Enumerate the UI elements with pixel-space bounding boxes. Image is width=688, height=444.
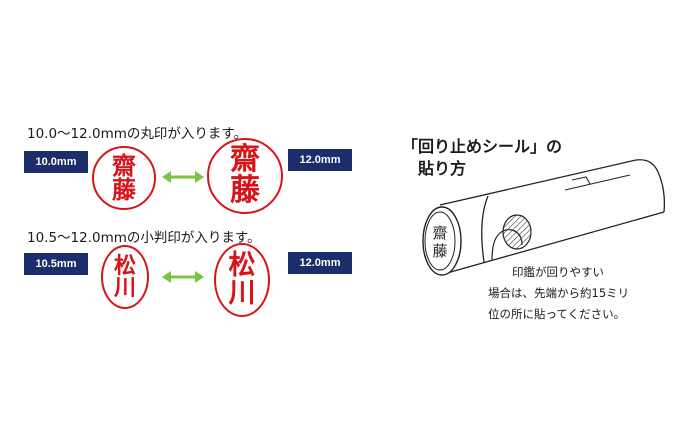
seal-char: 藤 — [230, 173, 260, 208]
double-arrow-icon — [162, 171, 204, 183]
oval-seal-small: 松 川 — [101, 245, 149, 309]
sticker-title-line2: 貼り方 — [418, 159, 467, 178]
oval-min-size-badge: 10.5mm — [24, 253, 88, 275]
sticker-note-line3: 位の所に貼ってください。 — [488, 307, 626, 321]
oval-seal-caption: 10.5〜12.0mmの小判印が入ります。 — [27, 230, 261, 246]
sticker-note-line1: 印鑑が回りやすい — [512, 265, 604, 279]
round-seal-large: 齋 藤 — [207, 138, 283, 214]
seal-char: 松 — [228, 250, 256, 282]
seal-char: 川 — [113, 275, 136, 301]
illustration-seal-char: 藤 — [432, 242, 447, 260]
seal-char: 齋 — [112, 150, 136, 180]
sticker-note-line2: 場合は、先端から約15ミリ — [488, 286, 630, 300]
seal-char: 齋 — [230, 142, 260, 178]
sticker-title-line1: 「回り止めシール」の — [402, 137, 563, 156]
double-arrow-icon — [162, 271, 204, 283]
oval-max-size-badge: 12.0mm — [288, 252, 352, 274]
round-min-size-badge: 10.0mm — [24, 151, 88, 173]
oval-seal-large: 松 川 — [214, 243, 270, 317]
seal-char: 川 — [228, 278, 256, 309]
round-seal-small: 齋 藤 — [92, 146, 156, 210]
illustration-seal-char: 齋 — [432, 224, 447, 242]
seal-char: 松 — [113, 252, 136, 279]
round-seal-caption: 10.0〜12.0mmの丸印が入ります。 — [27, 126, 248, 142]
round-max-size-badge: 12.0mm — [288, 149, 352, 171]
seal-with-sticker-illustration: 齋 藤 — [422, 159, 666, 276]
seal-char: 藤 — [112, 175, 136, 204]
